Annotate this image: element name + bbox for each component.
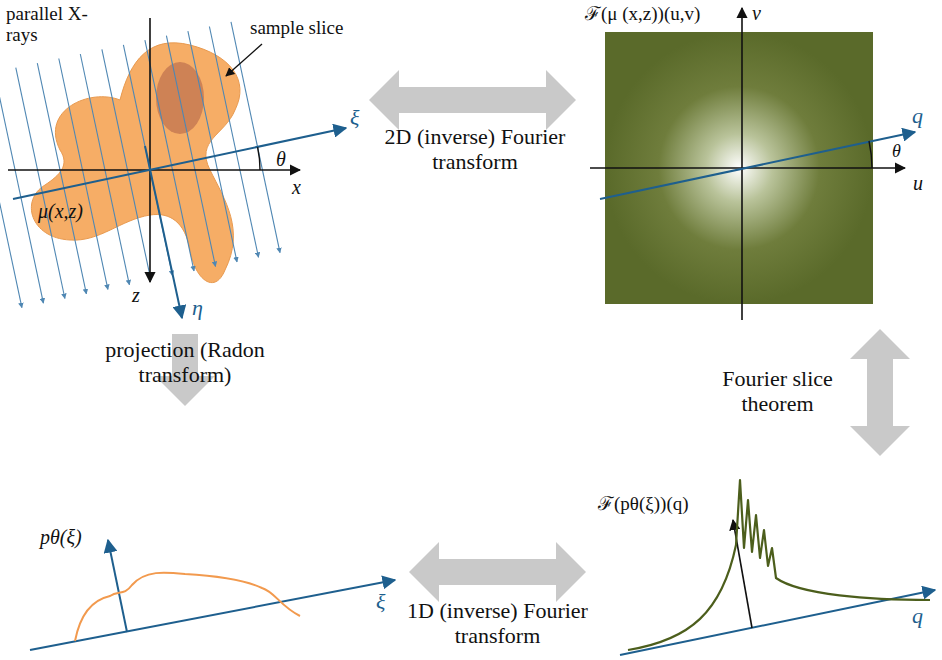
x-ray <box>231 22 280 253</box>
x-ray <box>188 31 237 262</box>
panel-label: parallel X-rays <box>6 4 116 46</box>
x-ray <box>209 27 258 258</box>
projection-curve <box>75 573 300 641</box>
panel-label: x <box>292 176 301 198</box>
panel-label: θ <box>276 148 286 170</box>
x-ray <box>102 49 151 280</box>
arrow-label: projection (Radon transform) <box>85 337 285 388</box>
panel-label: η <box>192 296 203 320</box>
leader-line <box>226 44 262 76</box>
x-ray <box>145 40 194 271</box>
transform-arrow <box>409 542 586 602</box>
figure-panel: pθ(ξ) ξ <box>0 410 405 660</box>
p-axis <box>108 540 127 632</box>
panel-label: θ <box>892 142 901 162</box>
transform-arrow <box>850 329 910 456</box>
x-ray <box>166 36 215 267</box>
figure-panel: ℱ(μ (x,z))(u,v) v qθu <box>580 0 942 325</box>
xi-axis <box>13 128 346 199</box>
z-axis <box>149 18 151 282</box>
x-rays <box>0 22 280 308</box>
x-ray <box>59 59 108 290</box>
panel-label: ξ <box>350 106 359 130</box>
figure-panel: parallel X-rays sample slice ξ θx μ(x,z) z η <box>0 0 365 330</box>
x-ray <box>37 63 86 294</box>
panel-label: v <box>752 2 761 24</box>
transform-arrow <box>369 70 576 130</box>
panel-label: ξ <box>376 590 385 614</box>
arrow-label: 2D (inverse) Fourier transform <box>380 124 570 175</box>
panel-label: sample slice <box>250 18 343 39</box>
panel-label: q <box>912 604 923 628</box>
panel-label: ℱ(μ (x,z))(u,v) <box>585 4 700 25</box>
x-ray <box>0 77 22 308</box>
angle-arc <box>869 141 872 168</box>
panel-label: ℱ(pθ(ξ))(q) <box>598 494 689 515</box>
panel-label: u <box>913 172 923 194</box>
eta-axis <box>145 146 182 318</box>
angle-arc <box>258 147 260 170</box>
q-axis <box>600 132 915 199</box>
panel-label: μ(x,z) <box>38 200 83 222</box>
panel-label: pθ(ξ) <box>40 526 82 548</box>
x-ray <box>16 68 65 299</box>
x-ray <box>0 72 43 303</box>
arrow-label: Fourier slice theorem <box>710 366 845 417</box>
panel-label: z <box>132 284 140 306</box>
panel-label: q <box>912 104 923 128</box>
arrow-label: 1D (inverse) Fourier transform <box>405 598 590 649</box>
v-axis <box>741 8 743 320</box>
figure-panel: ℱ(pθ(ξ))(q) q <box>590 460 942 660</box>
